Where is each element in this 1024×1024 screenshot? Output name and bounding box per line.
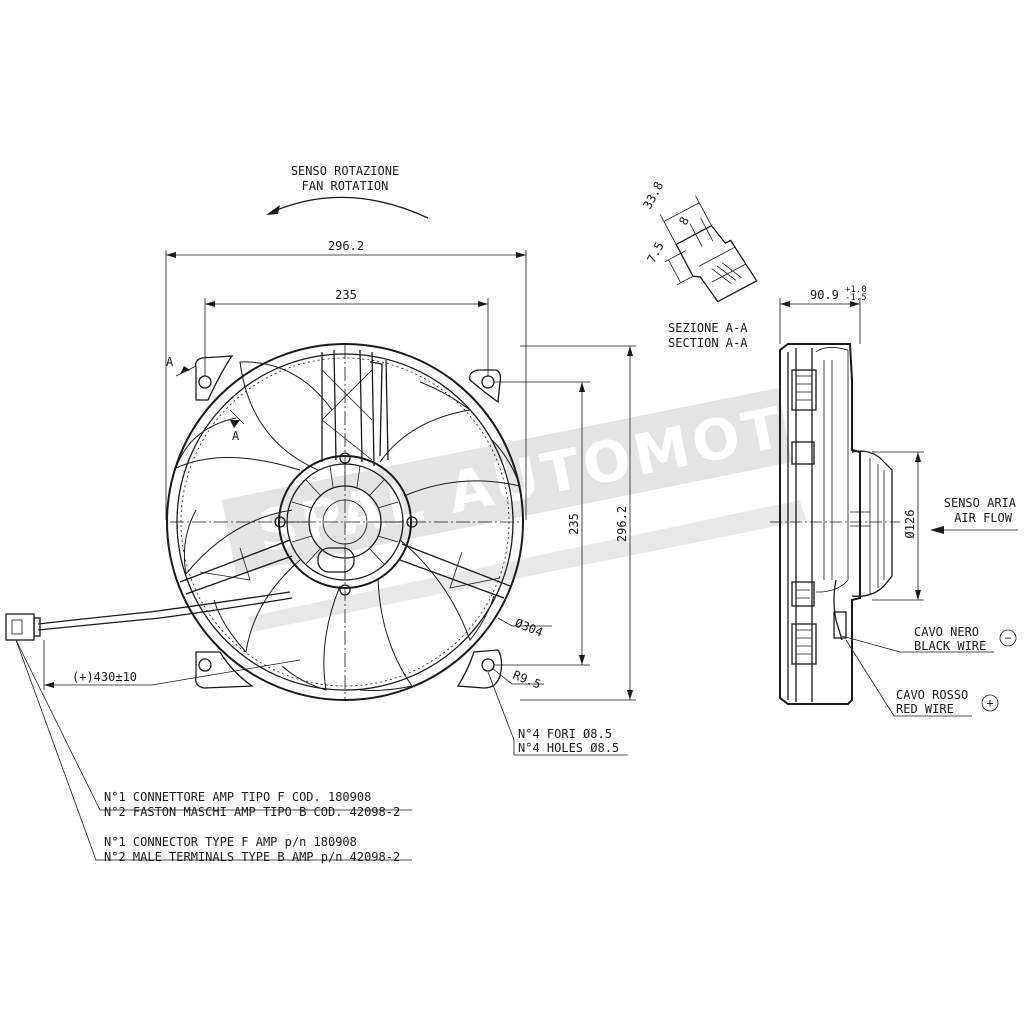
dim-motor-diameter-label: Ø126 bbox=[903, 510, 917, 539]
mounting-ear-tl bbox=[194, 355, 234, 401]
rotation-label-it: SENSO ROTAZIONE bbox=[291, 164, 399, 178]
dim-hole-spacing-h-label: 235 bbox=[335, 288, 357, 302]
connector-note-line1: N°1 CONNETTORE AMP TIPO F COD. 180908 bbox=[104, 790, 371, 804]
fan-side-view bbox=[770, 343, 900, 705]
dim-depth-tol-up: +1.0 bbox=[845, 285, 867, 295]
watermark: SPAL AUTOMOTIVE bbox=[222, 372, 903, 632]
support-struts bbox=[179, 349, 511, 599]
airflow-label-en: AIR FLOW bbox=[954, 511, 1013, 525]
dim-overall-height-label: 296.2 bbox=[615, 506, 629, 542]
red-wire-leader bbox=[845, 639, 972, 717]
section-title-it: SEZIONE A-A bbox=[668, 321, 748, 335]
holes-note-leader bbox=[487, 671, 628, 756]
blade-diameter-leader bbox=[497, 617, 552, 627]
mounting-ear-br bbox=[456, 649, 503, 689]
section-dim-7-5: 7.5 bbox=[644, 240, 667, 266]
amp-connector bbox=[5, 613, 41, 641]
mounting-hole-bl bbox=[198, 658, 212, 672]
negative-terminal-icon bbox=[999, 629, 1017, 647]
black-wire-label-it: CAVO NERO bbox=[914, 625, 979, 639]
mounting-ear-bl bbox=[195, 651, 254, 689]
dim-depth-tol-dn: -1.5 bbox=[845, 293, 867, 303]
section-marker-top: A bbox=[166, 355, 174, 369]
connector-note-line4: N°2 MALE TERMINALS TYPE B AMP p/n 42098-… bbox=[104, 850, 400, 864]
positive-terminal-icon bbox=[981, 694, 999, 712]
section-dim-33-8: 33.8 bbox=[640, 179, 666, 211]
dim-overall-height bbox=[520, 345, 636, 701]
section-marker-bottom: A bbox=[232, 429, 240, 443]
dim-depth-label: 90.9 bbox=[810, 288, 839, 302]
red-wire-label-it: CAVO ROSSO bbox=[896, 688, 968, 702]
dim-motor-diameter bbox=[872, 451, 924, 601]
dim-hole-spacing-h bbox=[204, 298, 489, 376]
section-a-a-view bbox=[659, 195, 758, 303]
watermark-text: SPAL AUTOMOTIVE bbox=[252, 372, 903, 566]
section-title-en: SECTION A-A bbox=[668, 336, 748, 350]
airflow-label-it: SENSO ARIA bbox=[944, 496, 1017, 510]
corner-radius-label: R9.5 bbox=[511, 668, 543, 692]
mounting-hole-tr bbox=[481, 375, 495, 389]
dim-depth bbox=[779, 298, 861, 344]
dim-hole-spacing-v-label: 235 bbox=[567, 513, 581, 535]
section-dim-8: 8 bbox=[676, 214, 692, 227]
dim-overall-width bbox=[165, 250, 527, 520]
mounting-hole-br bbox=[481, 658, 495, 672]
fan-blades bbox=[175, 361, 521, 691]
negative-sign: − bbox=[1004, 631, 1011, 645]
black-wire-label-en: BLACK WIRE bbox=[914, 639, 986, 653]
connector-notes-leader bbox=[15, 639, 412, 861]
dim-cable-length bbox=[43, 640, 301, 690]
connector-note-line3: N°1 CONNECTOR TYPE F AMP p/n 180908 bbox=[104, 835, 357, 849]
mounting-ear-tr bbox=[469, 369, 502, 404]
power-cable bbox=[37, 591, 293, 631]
dim-cable-length-label: (+)430±10 bbox=[72, 670, 137, 684]
dim-overall-width-label: 296.2 bbox=[328, 239, 364, 253]
fan-front-view bbox=[166, 196, 524, 701]
blade-diameter-label: Ø304 bbox=[513, 616, 545, 640]
dim-hole-spacing-v bbox=[494, 381, 590, 666]
connector-note-line2: N°2 FASTON MASCHI AMP TIPO B COD. 42098-… bbox=[104, 805, 400, 819]
holes-note-it: N°4 FORI Ø8.5 bbox=[518, 727, 612, 741]
rotation-label-en: FAN ROTATION bbox=[302, 179, 389, 193]
rotation-arrow bbox=[271, 196, 429, 219]
corner-radius-leader bbox=[491, 667, 544, 685]
red-wire-label-en: RED WIRE bbox=[896, 702, 954, 716]
rotation-arrow-head bbox=[266, 205, 280, 215]
positive-sign: + bbox=[986, 696, 993, 710]
mounting-hole-tl bbox=[198, 375, 212, 389]
airflow-arrow bbox=[930, 526, 1018, 534]
holes-note-en: N°4 HOLES Ø8.5 bbox=[518, 741, 619, 755]
side-motor bbox=[851, 450, 893, 597]
black-wire-leader bbox=[841, 635, 994, 653]
